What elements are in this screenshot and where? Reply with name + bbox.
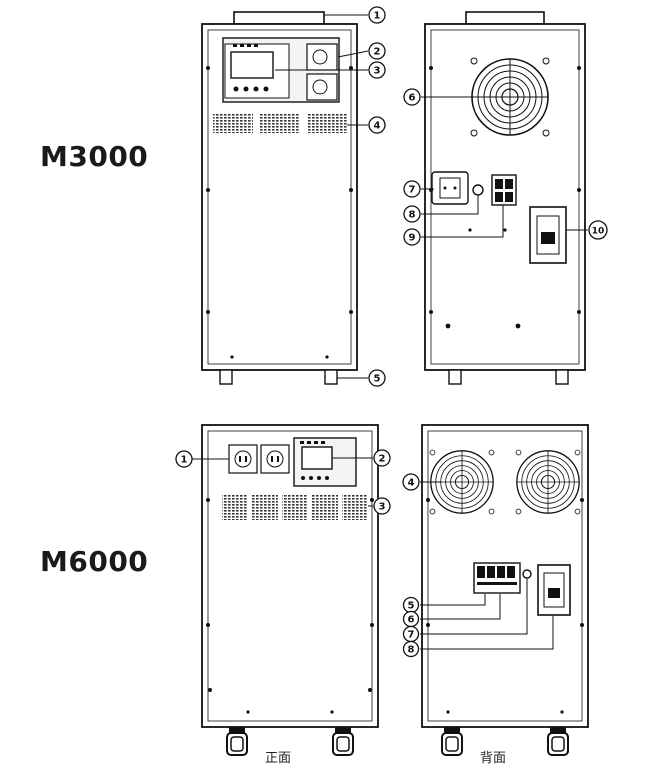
- m3000-front-view: [201, 11, 358, 385]
- svg-text:4: 4: [374, 121, 381, 132]
- m3000-callout-6: 6: [403, 88, 421, 106]
- svg-text:5: 5: [374, 374, 381, 385]
- m6000-fan-right-icon: [515, 449, 581, 515]
- svg-text:8: 8: [408, 645, 415, 656]
- svg-text:10: 10: [592, 227, 605, 237]
- m3000-callout-4: 4: [368, 116, 386, 134]
- m3000-ac-inlet: [431, 171, 469, 205]
- m3000-callout-2: 2: [368, 42, 386, 60]
- svg-text:8: 8: [409, 210, 416, 221]
- m3000-back-view: [424, 11, 586, 385]
- m3000-front-vent-right: [307, 113, 347, 133]
- m3000-callout-3: 3: [368, 61, 386, 79]
- m6000-callout-5: 5: [402, 596, 420, 614]
- leader-lines: [192, 14, 588, 650]
- m3000-foot-right: [324, 369, 338, 385]
- m3000-front-vent-mid: [260, 113, 300, 133]
- m6000-callout-8: 8: [402, 640, 420, 658]
- m6000-callout-7: 7: [402, 625, 420, 643]
- m6000-callout-1: 1: [175, 450, 193, 468]
- m3000-fuse: [472, 184, 484, 196]
- m6000-fuse: [522, 569, 532, 579]
- m3000-callout-7: 7: [403, 180, 421, 198]
- m6000-front-vent-3: [282, 494, 308, 520]
- svg-text:3: 3: [379, 502, 386, 513]
- m6000-callout-6: 6: [402, 610, 420, 628]
- m3000-front-vent-left: [213, 113, 253, 133]
- m3000-callout-8: 8: [403, 205, 421, 223]
- m6000-back-caster-right-icon: [547, 726, 569, 756]
- m3000-socket-top: [306, 43, 338, 71]
- m6000-front-caster-left-icon: [226, 726, 248, 756]
- m3000-callouts: 1 2 3 4 5 6 7 8 9 10: [368, 6, 608, 387]
- m3000-lcd-display: [230, 51, 274, 79]
- m6000-socket-right: [260, 444, 290, 474]
- m3000-callout-5: 5: [368, 369, 386, 387]
- m6000-socket-left: [228, 444, 258, 474]
- svg-text:2: 2: [379, 454, 386, 465]
- svg-text:7: 7: [409, 185, 416, 196]
- m3000-foot-left: [219, 369, 233, 385]
- m3000-top-handle: [233, 11, 325, 25]
- m6000-front-vent-2: [252, 494, 278, 520]
- m6000-front-vent-1: [222, 494, 248, 520]
- m6000-front-view: [201, 424, 379, 756]
- m6000-callout-2: 2: [373, 449, 391, 467]
- m6000-front-vent-4: [312, 494, 338, 520]
- m6000-front-caster-right-icon: [332, 726, 354, 756]
- svg-text:6: 6: [409, 93, 416, 104]
- m3000-callout-1: 1: [368, 6, 386, 24]
- m6000-back-view: [421, 424, 589, 756]
- svg-text:7: 7: [408, 630, 415, 641]
- front-view-caption: 正面: [265, 751, 292, 766]
- m3000-fan-grille-icon: [470, 57, 550, 137]
- m6000-model-title: M6000: [40, 545, 149, 578]
- m3000-socket-bottom: [306, 73, 338, 101]
- m6000-callout-3: 3: [373, 497, 391, 515]
- m6000-lcd-display: [301, 446, 333, 470]
- m3000-callout-9: 9: [403, 228, 421, 246]
- svg-text:6: 6: [408, 615, 415, 626]
- back-view-caption: 背面: [480, 751, 507, 766]
- svg-text:1: 1: [374, 11, 381, 22]
- m6000-callouts: 1 2 3 4 5 6 7 8: [175, 449, 420, 658]
- m6000-back-caster-left-icon: [441, 726, 463, 756]
- svg-text:3: 3: [374, 66, 381, 77]
- svg-text:1: 1: [181, 455, 188, 466]
- svg-text:2: 2: [374, 47, 381, 58]
- m6000-callout-4: 4: [402, 473, 420, 491]
- m6000-front-vent-5: [342, 494, 368, 520]
- m3000-model-title: M3000: [40, 140, 149, 173]
- svg-text:4: 4: [408, 478, 415, 489]
- m3000-callout-10: 10: [588, 220, 608, 240]
- svg-text:5: 5: [408, 601, 415, 612]
- svg-text:9: 9: [409, 233, 416, 244]
